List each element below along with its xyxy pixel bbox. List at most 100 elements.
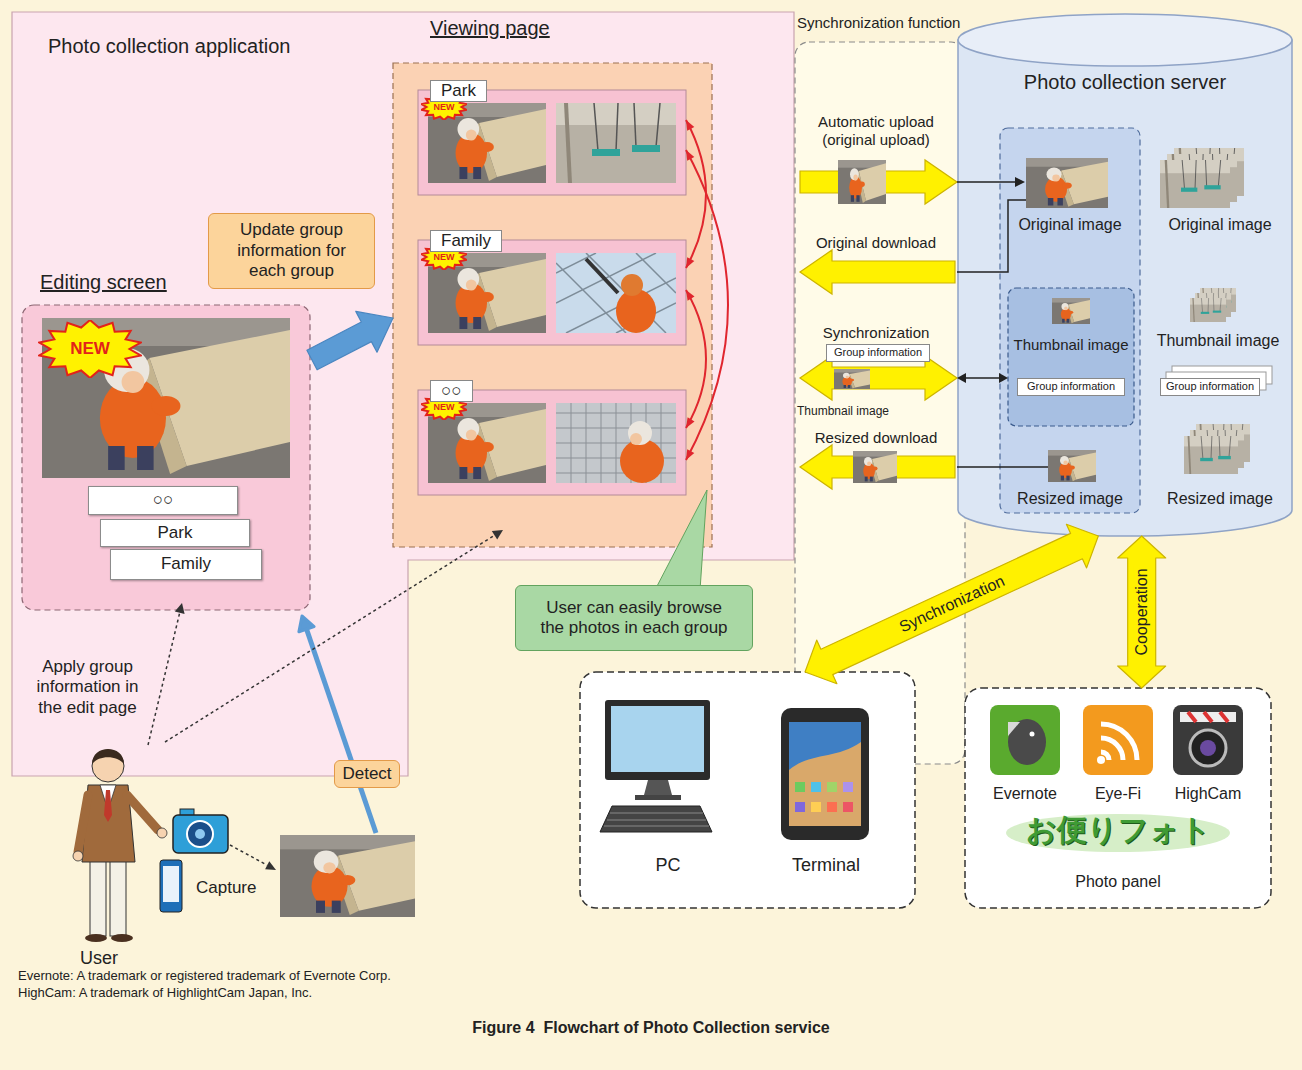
- decor-shape: [195, 829, 205, 839]
- decor-shape: [1200, 740, 1216, 756]
- decor-shape: [307, 629, 377, 833]
- highcam-icon: [1173, 705, 1243, 775]
- text-slot: Editing screen: [40, 270, 167, 294]
- decor-shape: [795, 802, 805, 812]
- server-images: [1026, 148, 1250, 482]
- group-tab: Family: [430, 230, 502, 252]
- decor-shape: [104, 790, 112, 822]
- text-slot: HighCam: A trademark of HighlightCam Jap…: [18, 985, 312, 1001]
- screen-heading: Editing screen: [40, 270, 167, 294]
- decor-shape: [827, 802, 837, 812]
- arrow-head: [686, 150, 694, 161]
- decor-shape: [157, 828, 167, 838]
- actor-label: User: [80, 948, 118, 970]
- process-note: Detect: [334, 760, 399, 788]
- decor-shape: [781, 708, 869, 840]
- user-figure: [73, 749, 167, 942]
- text-slot: お便りフォト: [985, 812, 1251, 848]
- terminal-icon: [781, 708, 869, 840]
- arrow-head: [686, 290, 695, 301]
- dotted-arrows: [148, 530, 503, 870]
- region-title: Synchronization function: [797, 14, 960, 32]
- starburst-outline: [422, 394, 467, 420]
- cylinder-top: [958, 14, 1292, 66]
- badge-text: NEW: [434, 252, 455, 263]
- starburst-outline: [422, 244, 467, 270]
- text-slot: Resized image: [1003, 489, 1137, 508]
- decor-shape: [92, 750, 124, 782]
- cooperation-arrow: [1118, 536, 1166, 688]
- pc-icon: [600, 700, 712, 832]
- arrow-shape: [307, 311, 393, 369]
- group-tab: ○○: [430, 380, 473, 402]
- decor-shape: [957, 200, 1026, 272]
- text-slot: Original download: [801, 234, 951, 252]
- text-slot: Capture: [196, 878, 256, 898]
- decor-shape: [611, 706, 704, 772]
- text-slot: ○○: [430, 380, 473, 402]
- service-name: Photo panel: [985, 872, 1251, 891]
- sync-arrow: [805, 524, 1098, 683]
- thumbnail-frame: [1008, 288, 1134, 426]
- link-line: [686, 150, 728, 460]
- region-title: Photo collection application: [48, 34, 290, 58]
- text-slot: Synchronization function: [797, 14, 960, 32]
- arrow-label: Synchronization: [801, 324, 951, 342]
- decor-shape: [964, 377, 1001, 379]
- device-name: Terminal: [776, 855, 876, 877]
- group-tab: Park: [430, 80, 487, 102]
- decor-shape: [999, 373, 1008, 383]
- decor-shape: [605, 700, 710, 780]
- arrow-label: Automatic upload (original upload): [801, 113, 951, 149]
- node-text: Group information: [834, 346, 922, 359]
- decor-shape: [644, 780, 672, 795]
- footnote: Evernote: A trademark or registered trad…: [18, 968, 391, 984]
- decor-shape: [1190, 730, 1226, 766]
- action-label: Capture: [196, 878, 256, 898]
- decor-shape: [843, 802, 853, 812]
- decor-shape: [853, 451, 897, 483]
- text-slot: Eye-Fi: [1068, 784, 1168, 803]
- text-slot: Photo collection application: [48, 34, 290, 58]
- decor-shape: [834, 369, 870, 389]
- figure-caption: Figure 4 Flowchart of Photo Collection s…: [0, 1018, 1302, 1037]
- text-slot: Automatic upload (original upload): [801, 113, 951, 149]
- decor-shape: [789, 722, 861, 826]
- text-slot: PC: [618, 855, 718, 877]
- decor-shape: [187, 821, 213, 847]
- device-group: PC Terminal: [580, 672, 915, 908]
- decor-shape: [163, 866, 179, 902]
- text-slot: HighCam: [1158, 784, 1258, 803]
- transfer-arrows: [800, 160, 957, 489]
- decor-shape: [173, 815, 228, 853]
- photo-group: FamilyNEW: [418, 230, 686, 346]
- decor-shape: [1160, 160, 1230, 208]
- detect-arrow: [299, 616, 376, 833]
- decor-shape: [811, 782, 821, 792]
- decor-shape: [90, 858, 106, 936]
- decor-shape: [957, 181, 1016, 183]
- service-name: HighCam: [1158, 784, 1258, 803]
- decor-shape: [78, 795, 88, 852]
- decor-shape: [492, 530, 503, 540]
- note-text: Apply group information in the edit page: [25, 657, 150, 718]
- data-box: Group information: [1017, 378, 1125, 396]
- thumbnail-box: Thumbnail imageGroup information: [1008, 288, 1134, 426]
- decor-shape: [838, 160, 886, 204]
- text-slot: User: [80, 948, 118, 970]
- arrow-head: [686, 257, 694, 268]
- text-slot: Family: [430, 230, 502, 252]
- decor-shape: [85, 934, 107, 942]
- device-frame: [580, 672, 915, 908]
- text-slot: Figure 4 Flowchart of Photo Collection s…: [0, 1018, 1302, 1037]
- decor-shape: [1008, 722, 1020, 736]
- arrow-shape: [1118, 536, 1166, 688]
- text-slot: Apply group information in the edit page: [25, 657, 150, 718]
- edge-label: Synchronization: [894, 571, 1010, 637]
- group-tag: Park: [100, 519, 250, 547]
- decor-shape: [843, 782, 853, 792]
- photo-group: ParkNEW: [418, 80, 686, 196]
- badge-text: NEW: [434, 102, 455, 113]
